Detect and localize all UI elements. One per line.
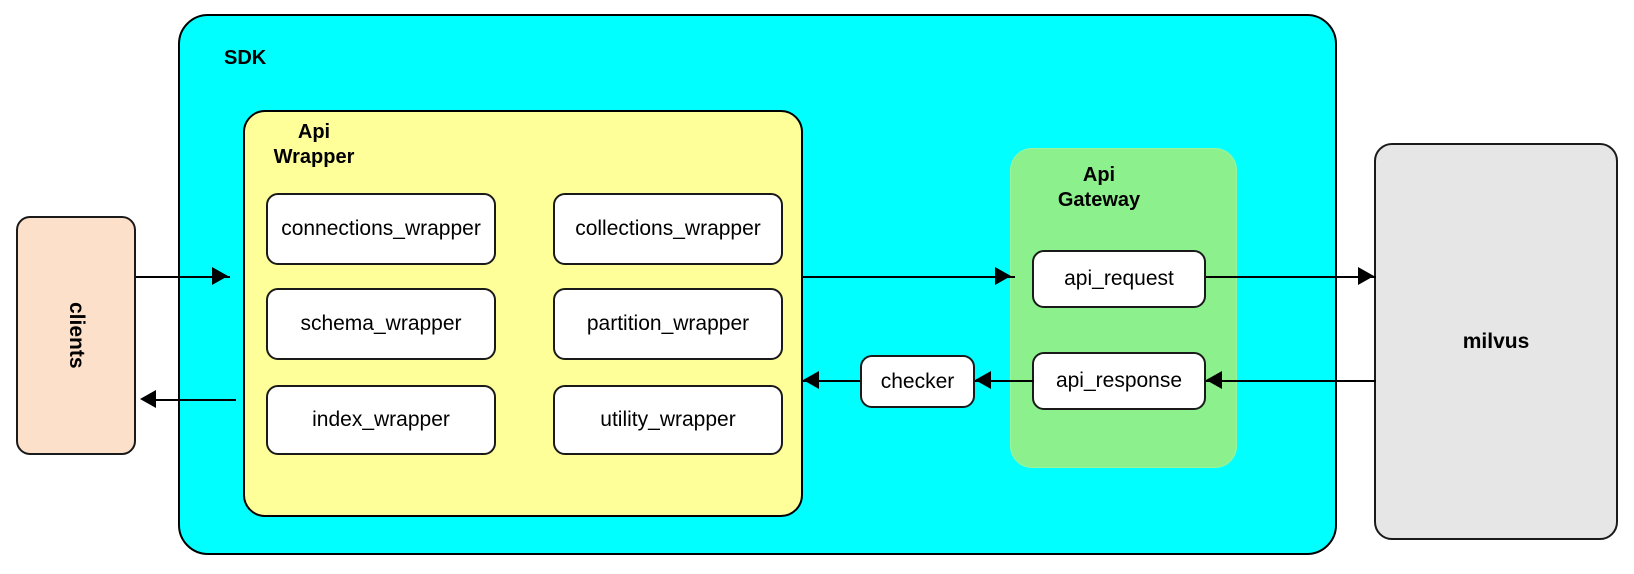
cell-collections-wrapper[interactable]: collections_wrapper [553, 193, 783, 265]
cell-utility-wrapper[interactable]: utility_wrapper [553, 385, 783, 455]
cell-checker[interactable]: checker [860, 355, 975, 408]
cell-connections-wrapper[interactable]: connections_wrapper [266, 193, 496, 265]
api-wrapper-title: Api Wrapper [273, 121, 355, 168]
connector-sdk-to-clients [146, 399, 236, 401]
cell-label: api_response [1055, 369, 1183, 392]
arrowhead-request-to-milvus [1358, 267, 1374, 285]
milvus-label: milvus [1462, 329, 1530, 353]
cell-api-response[interactable]: api_response [1032, 352, 1206, 410]
connector-wrapper-to-request [803, 276, 1015, 278]
sdk-title: SDK [224, 47, 267, 69]
connector-response-to-checker [975, 380, 1034, 382]
cell-label: utility_wrapper [600, 408, 736, 431]
api-gateway-title: Api Gateway [1057, 164, 1141, 211]
cell-label: api_request [1064, 267, 1174, 290]
cell-api-request[interactable]: api_request [1032, 250, 1206, 308]
arrowhead-clients-to-sdk [212, 267, 228, 285]
cell-partition-wrapper[interactable]: partition_wrapper [553, 288, 783, 360]
cell-label: partition_wrapper [586, 312, 750, 335]
clients-node: clients [16, 216, 136, 455]
arrowhead-response-to-checker [975, 371, 991, 389]
milvus-node: milvus [1374, 143, 1618, 540]
clients-label: clients [65, 302, 88, 369]
arrowhead-checker-to-wrapper [803, 371, 819, 389]
cell-label: connections_wrapper [281, 217, 481, 240]
cell-index-wrapper[interactable]: index_wrapper [266, 385, 496, 455]
cell-label: schema_wrapper [300, 312, 462, 335]
api-gateway-container: Api Gateway [1010, 148, 1237, 468]
cell-label: index_wrapper [312, 408, 450, 431]
cell-label: collections_wrapper [575, 217, 761, 240]
arrowhead-sdk-to-clients [140, 390, 156, 408]
connector-checker-to-wrapper [803, 380, 860, 382]
cell-schema-wrapper[interactable]: schema_wrapper [266, 288, 496, 360]
connector-clients-to-sdk [136, 276, 230, 278]
connector-request-to-milvus [1206, 276, 1376, 278]
arrowhead-wrapper-to-request [995, 267, 1011, 285]
arrowhead-milvus-to-response [1206, 371, 1222, 389]
connector-milvus-to-response [1206, 380, 1376, 382]
cell-label: checker [880, 369, 955, 393]
